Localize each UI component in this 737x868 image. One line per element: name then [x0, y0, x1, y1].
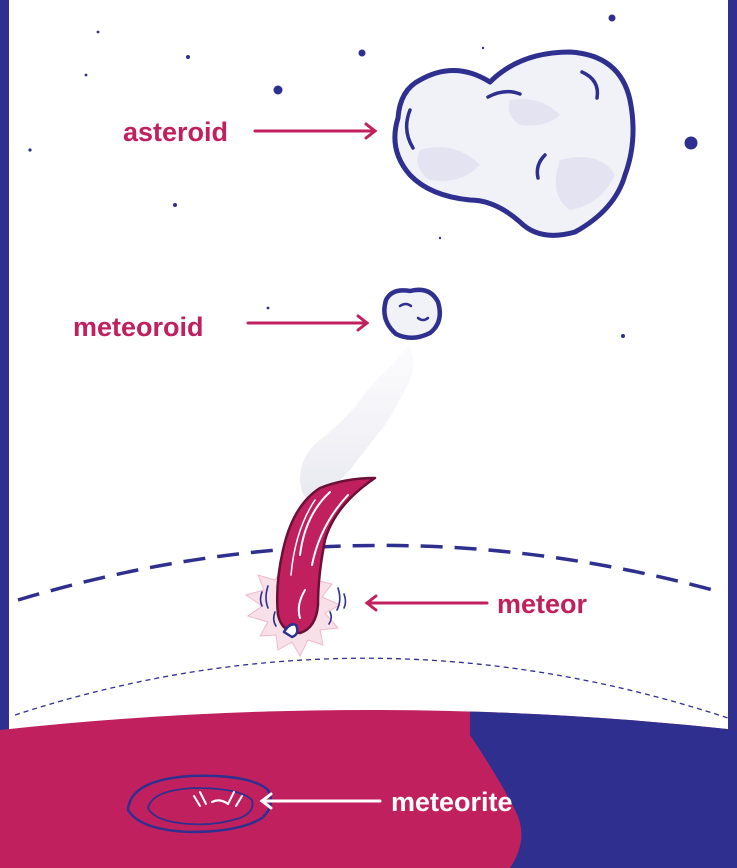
- star: [28, 148, 31, 151]
- meteoroid-icon: [384, 290, 439, 338]
- star: [186, 55, 190, 59]
- lower-atmosphere-boundary: [15, 658, 728, 718]
- meteoroid-label: meteoroid: [73, 312, 204, 342]
- asteroid-arrow: [255, 124, 375, 138]
- star: [267, 307, 270, 310]
- meteoroid-arrow: [248, 316, 367, 330]
- meteor-arrow: [367, 596, 487, 610]
- meteorite-label: meteorite: [391, 787, 513, 817]
- star: [482, 47, 484, 49]
- asteroid-icon: [395, 52, 633, 235]
- star: [274, 86, 283, 95]
- star: [97, 31, 100, 34]
- star: [85, 74, 88, 77]
- star: [173, 203, 177, 207]
- star: [685, 137, 698, 150]
- meteor-label: meteor: [497, 589, 588, 619]
- meteor-icon: [246, 478, 375, 656]
- asteroid-label: asteroid: [123, 117, 228, 147]
- star: [609, 15, 616, 22]
- planet-surface: [0, 690, 737, 868]
- star: [621, 334, 625, 338]
- star: [439, 237, 441, 239]
- atmosphere-boundary: [18, 545, 720, 600]
- star: [359, 50, 366, 57]
